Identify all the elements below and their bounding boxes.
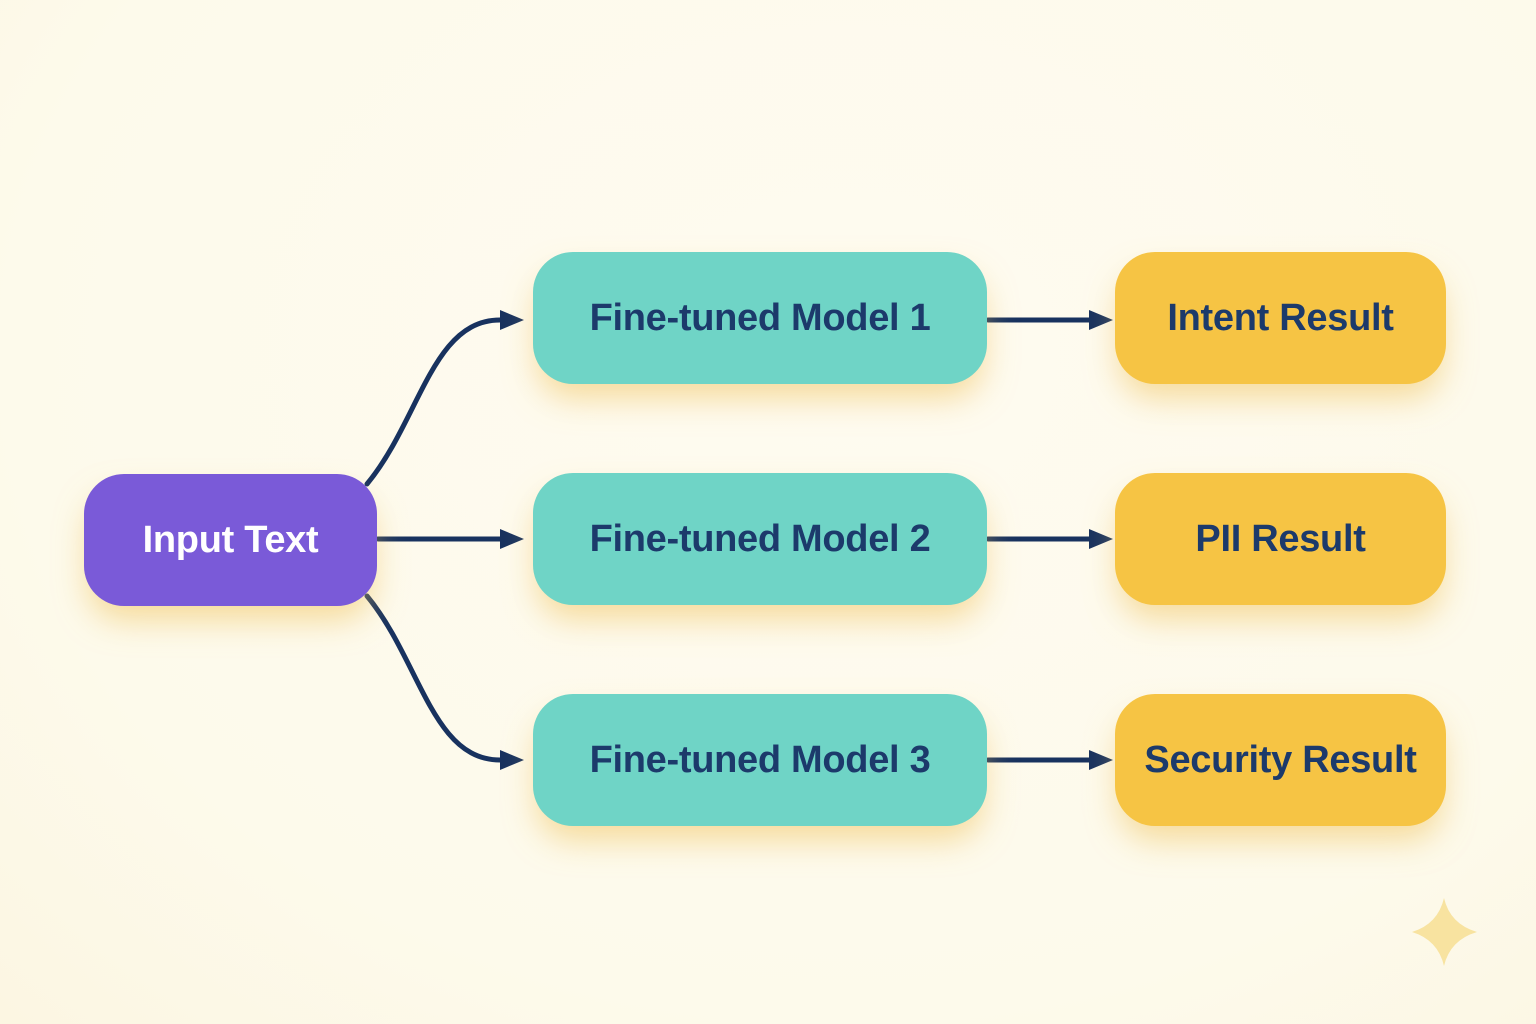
arrow-model-2-to-result-2 (985, 529, 1113, 549)
node-intent-result: Intent Result (1115, 252, 1446, 384)
node-result-3-label: Security Result (1144, 738, 1417, 781)
arrow-model-1-to-result-1 (985, 310, 1113, 330)
arrow-model-3-to-result-3 (985, 750, 1113, 770)
node-input-text: Input Text (84, 474, 377, 606)
node-security-result: Security Result (1115, 694, 1446, 826)
node-fine-tuned-model-3: Fine-tuned Model 3 (533, 694, 987, 826)
node-result-1-label: Intent Result (1167, 296, 1394, 339)
node-fine-tuned-model-2: Fine-tuned Model 2 (533, 473, 987, 605)
arrow-input-to-model-1 (364, 310, 524, 487)
arrow-input-to-model-3 (364, 593, 524, 770)
node-model-2-label: Fine-tuned Model 2 (589, 517, 931, 560)
sparkle-icon (1412, 898, 1477, 966)
arrow-input-to-model-2 (375, 529, 524, 549)
node-fine-tuned-model-1: Fine-tuned Model 1 (533, 252, 987, 384)
node-model-1-label: Fine-tuned Model 1 (589, 296, 931, 339)
node-model-3-label: Fine-tuned Model 3 (589, 738, 931, 781)
node-input-label: Input Text (142, 518, 319, 561)
node-pii-result: PII Result (1115, 473, 1446, 605)
node-result-2-label: PII Result (1195, 517, 1366, 560)
